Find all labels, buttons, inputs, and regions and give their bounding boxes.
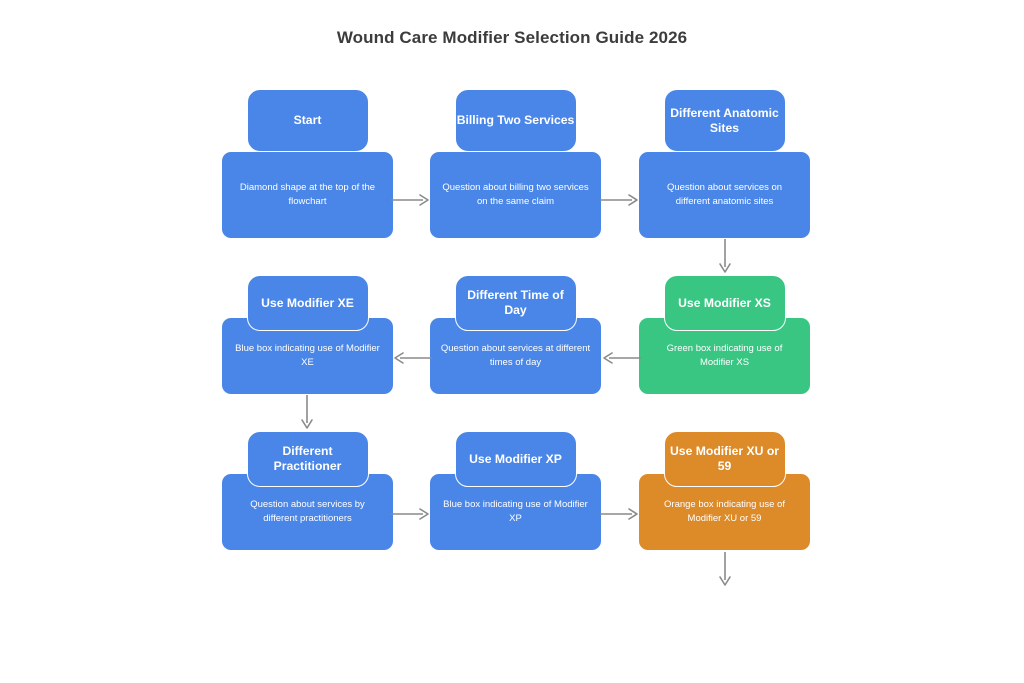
node-use-modifier-xe-header[interactable]: Use Modifier XE: [246, 275, 369, 331]
node-different-anatomic-sites-body: Question about services on different ana…: [639, 152, 810, 238]
node-use-modifier-xu-or-59-header[interactable]: Use Modifier XU or 59: [663, 431, 786, 487]
node-use-modifier-xp-header[interactable]: Use Modifier XP: [454, 431, 577, 487]
edge-use-modifier-xp-to-use-modifier-xu-or-59: [599, 505, 643, 523]
node-different-time-of-day-header[interactable]: Different Time of Day: [454, 275, 577, 331]
edge-different-practitioner-to-use-modifier-xp: [390, 505, 434, 523]
edge-different-anatomic-sites-to-use-modifier-xs: [716, 238, 734, 278]
node-start-title: Start: [293, 113, 322, 127]
node-use-modifier-xe-description: Blue box indicating use of Modifier XE: [235, 343, 380, 368]
node-use-modifier-xs-header[interactable]: Use Modifier XS: [663, 275, 786, 331]
node-different-practitioner-header[interactable]: Different Practitioner: [246, 431, 369, 487]
edge-start-to-billing-two-services: [390, 191, 434, 209]
edge-billing-two-services-to-different-anatomic-sites: [599, 191, 643, 209]
node-use-modifier-xu-or-59-description: Orange box indicating use of Modifier XU…: [664, 499, 785, 524]
node-different-practitioner-description: Question about services by different pra…: [250, 499, 365, 524]
node-different-anatomic-sites-description: Question about services on different ana…: [666, 182, 783, 207]
node-different-practitioner-title: Different Practitioner: [273, 444, 342, 473]
page-title: Wound Care Modifier Selection Guide 2026: [336, 28, 688, 47]
node-use-modifier-xs-title: Use Modifier XS: [678, 295, 771, 310]
edge-different-time-of-day-to-use-modifier-xe: [390, 349, 434, 367]
edge-use-modifier-xe-to-different-practitioner: [298, 394, 316, 434]
node-start-body: Diamond shape at the top of the flowchar…: [222, 152, 393, 238]
node-use-modifier-xe-title: Use Modifier XE: [261, 295, 354, 310]
node-start-description: Diamond shape at the top of the flowchar…: [239, 182, 376, 207]
edge-use-modifier-xs-to-different-time-of-day: [599, 349, 643, 367]
node-billing-two-services-title: Billing Two Services: [456, 113, 575, 127]
node-start-header[interactable]: Start: [246, 89, 369, 152]
node-billing-two-services-description: Question about billing two services on t…: [442, 182, 589, 207]
edge-use-modifier-xu-or-59-to-end: [716, 551, 734, 591]
node-different-anatomic-sites-title: Different Anatomic Sites: [670, 105, 779, 135]
node-different-anatomic-sites-header[interactable]: Different Anatomic Sites: [663, 89, 786, 152]
node-different-practitioner-body: Question about services by different pra…: [222, 474, 393, 550]
node-billing-two-services-body: Question about billing two services on t…: [430, 152, 601, 238]
node-use-modifier-xp-title: Use Modifier XP: [469, 451, 562, 466]
node-different-time-of-day-description: Question about services at different tim…: [440, 343, 591, 368]
node-use-modifier-xu-or-59-title: Use Modifier XU or 59: [669, 444, 780, 473]
node-use-modifier-xp-description: Blue box indicating use of Modifier XP: [443, 499, 588, 524]
node-different-time-of-day-body: Question about services at different tim…: [430, 318, 601, 394]
node-different-time-of-day-title: Different Time of Day: [467, 288, 564, 317]
node-use-modifier-xs-description: Green box indicating use of Modifier XS: [666, 343, 783, 368]
node-use-modifier-xe-body: Blue box indicating use of Modifier XE: [222, 318, 393, 394]
node-billing-two-services-header[interactable]: Billing Two Services: [454, 89, 577, 152]
